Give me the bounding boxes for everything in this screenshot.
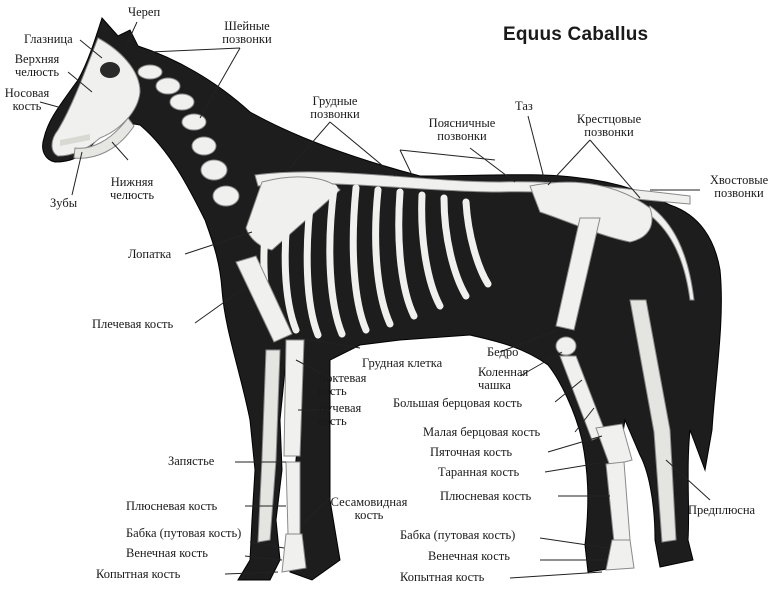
label-patella: Коленная чашка (478, 366, 540, 392)
label-calcaneus: Пяточная кость (430, 446, 512, 459)
label-lumbar-vertebrae: Поясничные позвонки (418, 117, 506, 143)
label-metatarsal-hind: Плюсневая кость (440, 490, 531, 503)
label-coronary-hind: Венечная кость (428, 550, 510, 563)
radius-bone (284, 340, 304, 456)
label-sesamoid: Сесамовидная кость (330, 496, 408, 522)
label-teeth: Зубы (50, 197, 77, 210)
label-upper-jaw: Верхняя челюсть (6, 53, 68, 79)
label-metacarpal-front: Плюсневая кость (126, 500, 217, 513)
label-tibia: Большая берцовая кость (393, 397, 522, 410)
label-radius: Лучевая кость (318, 402, 378, 428)
label-lower-jaw: Нижняя челюсть (104, 176, 160, 202)
label-fibula: Малая берцовая кость (423, 426, 540, 439)
label-cervical-vertebrae: Шейные позвонки (214, 20, 280, 46)
label-caudal-vertebrae: Хвостовые позвонки (700, 174, 777, 200)
label-pastern-front: Бабка (путовая кость) (126, 527, 241, 540)
label-humerus: Плечевая кость (92, 318, 173, 331)
front-pastern-bone (282, 534, 306, 572)
diagram-title: Equus Caballus (503, 24, 648, 46)
label-thoracic-vertebrae: Грудные позвонки (302, 95, 368, 121)
front-metacarpal-bone (286, 462, 300, 534)
label-talus: Таранная кость (438, 466, 519, 479)
label-pastern-hind: Бабка (путовая кость) (400, 529, 515, 542)
label-femur: Бедро (487, 346, 518, 359)
label-sacral-vertebrae: Крестцовые позвонки (567, 113, 651, 139)
label-coronary-front: Венечная кость (126, 547, 208, 560)
label-scapula: Лопатка (128, 248, 171, 261)
label-hoof-front: Копытная кость (96, 568, 180, 581)
label-tarsus: Предплюсна (688, 504, 755, 517)
label-skull: Череп (128, 6, 160, 19)
label-ulna: Локтевая кость (318, 372, 378, 398)
label-orbit: Глазница (24, 33, 73, 46)
label-rib-cage: Грудная клетка (362, 357, 442, 370)
label-pelvis: Таз (515, 100, 533, 113)
label-carpus: Запястье (168, 455, 214, 468)
orbit-shape (100, 62, 120, 78)
patella-bone (556, 337, 576, 355)
label-nasal-bone: Носовая кость (4, 87, 50, 113)
label-hoof-hind: Копытная кость (400, 571, 484, 584)
